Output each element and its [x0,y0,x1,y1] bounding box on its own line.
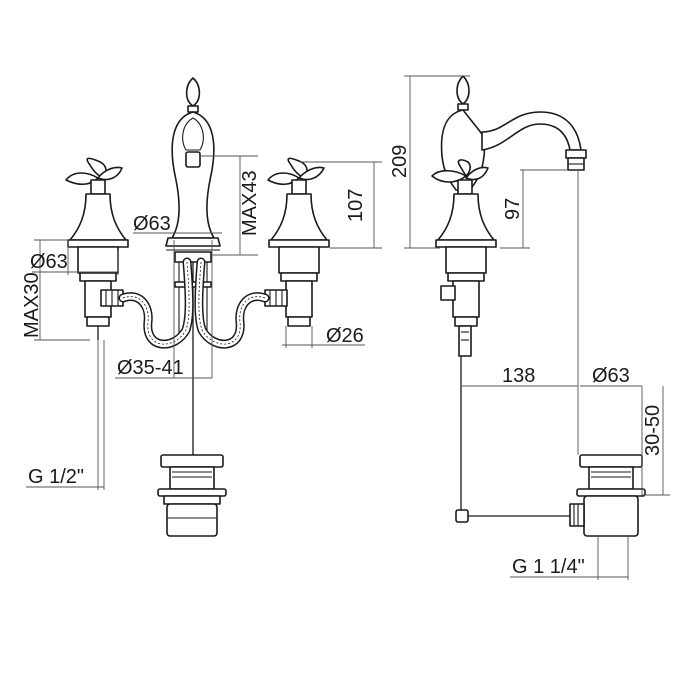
label-waste-diameter: Ø63 [592,365,630,387]
label-total-height: 209 [389,145,411,178]
side-spout-body [440,75,587,191]
side-view: 209 97 138 Ø63 30-50 G 1 1/4" [389,75,670,580]
label-thread: G 1/2" [28,466,84,488]
side-handle [431,159,497,357]
label-spout-height: 97 [502,198,524,220]
front-view: Ø63 Ø63 MAX43 107 MAX30 Ø35-41 Ø26 G 1/2… [21,77,382,537]
label-max-deck-height: MAX43 [239,170,261,236]
front-pop-up-waste [157,454,227,537]
label-hole-range: Ø35-41 [117,357,184,379]
right-handle-valve [264,157,330,327]
label-max-shank: MAX30 [21,272,43,338]
label-tail-diameter: Ø26 [326,325,364,347]
side-dimension-lines [404,75,670,580]
label-waste-thread: G 1 1/4" [512,556,585,578]
side-pop-up-waste [569,454,646,537]
label-spout-diameter: Ø63 [133,213,171,235]
label-waste-height: 30-50 [642,405,664,456]
front-dimension-lines [26,155,382,490]
left-handle-valve [65,157,129,340]
label-base-diameter: Ø63 [30,251,68,273]
side-pull-rod [455,356,570,523]
label-handle-height: 107 [345,189,367,222]
central-spout [165,77,221,455]
label-projection: 138 [502,365,535,387]
braided-hoses [118,257,270,349]
